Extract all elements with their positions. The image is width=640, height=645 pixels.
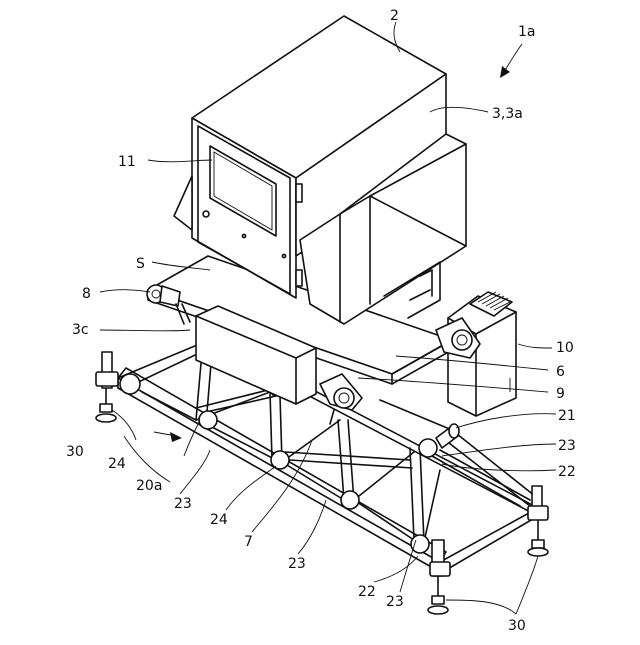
label-S: S	[136, 256, 145, 272]
label-11: 11	[118, 154, 136, 170]
label-1a: 1a	[518, 24, 536, 40]
label-22-right: 22	[558, 464, 576, 480]
label-23-b: 23	[288, 556, 306, 572]
label-30-right: 30	[508, 618, 526, 634]
label-24-left: 24	[108, 456, 126, 472]
label-23-c: 23	[386, 594, 404, 610]
label-21: 21	[558, 408, 576, 424]
label-22-bottom: 22	[358, 584, 376, 600]
label-23-a: 23	[174, 496, 192, 512]
label-6: 6	[556, 364, 565, 380]
label-8: 8	[82, 286, 91, 302]
label-3c: 3c	[72, 322, 89, 338]
label-20a: 20a	[136, 478, 162, 494]
label-30-left: 30	[66, 444, 84, 460]
label-9: 9	[556, 386, 565, 402]
label-24-bottom: 24	[210, 512, 228, 528]
label-2: 2	[390, 8, 399, 24]
label-10: 10	[556, 340, 574, 356]
label-23-right: 23	[558, 438, 576, 454]
label-3-3a: 3,3a	[492, 106, 523, 122]
label-7: 7	[244, 534, 253, 550]
